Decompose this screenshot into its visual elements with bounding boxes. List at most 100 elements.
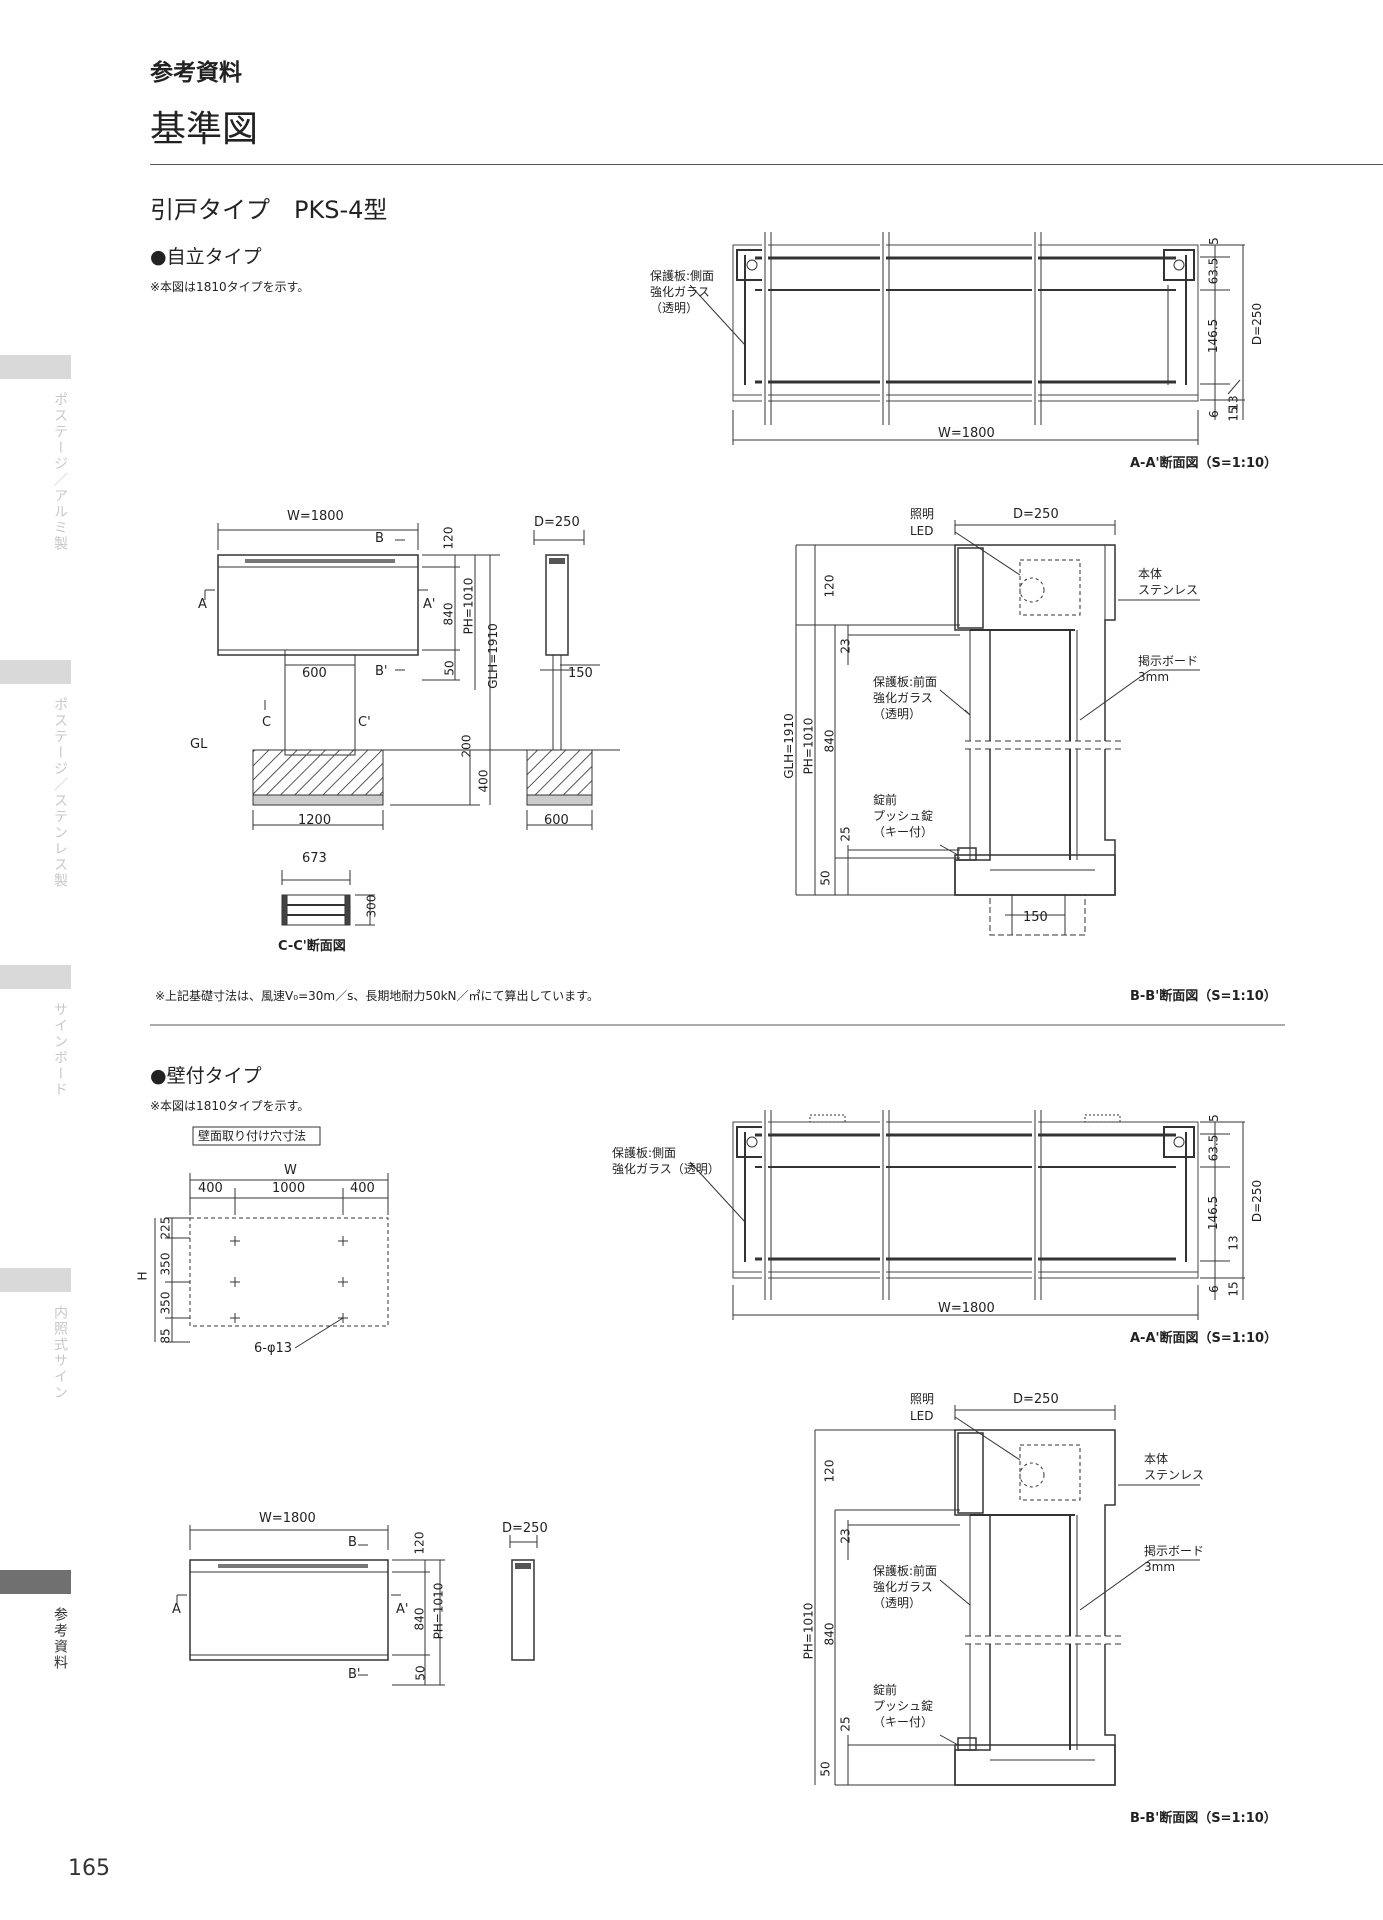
wall-aa-d635: 63.5 (1206, 1134, 1221, 1162)
wall-front-a: A (172, 1602, 181, 1617)
wall-aa-d1465: 146.5 (1206, 1195, 1221, 1231)
fs-bb-body-2: ステンレス (1138, 583, 1199, 597)
wall-hole-count: 6-φ13 (254, 1341, 293, 1356)
fs-side-d150: 150 (568, 666, 593, 681)
fs-bb-board-1: 掲示ボード (1138, 654, 1199, 668)
wall-hole-h: H (135, 1271, 150, 1281)
sidebar-tab-aluminum[interactable] (0, 355, 71, 379)
wall-bb-body-1: 本体 (1144, 1452, 1169, 1466)
wall-bb-lock-2: プッシュ錠 (873, 1699, 934, 1713)
fs-front-cp: C' (358, 715, 371, 730)
wall-bb-lock-3: （キー付） (873, 1715, 934, 1729)
fs-front-d840: 840 (441, 602, 456, 626)
fs-bb-d23: 23 (838, 638, 853, 654)
fs-bb-board-2: 3mm (1138, 670, 1170, 684)
page-title: 基準図 (150, 109, 259, 150)
wall-bb-d120: 120 (822, 1459, 837, 1483)
fs-bb-led-1: 照明 (910, 507, 935, 521)
fs-aa-width: W=1800 (938, 426, 995, 441)
wall-bb-d50: 50 (818, 1761, 833, 1777)
wall-aa-d5: 5 (1206, 1114, 1221, 1122)
wall-bb-d840: 840 (822, 1622, 837, 1646)
wall-front-d50: 50 (413, 1665, 428, 1681)
fs-aa-d250: D=250 (1250, 302, 1265, 346)
sidebar-item-reference[interactable]: 参考資料 (52, 1607, 68, 1671)
wall-hole-title: 壁面取り付け穴寸法 (198, 1129, 307, 1143)
wall-heading: ●壁付タイプ (150, 1065, 262, 1087)
fs-bb-glh: GLH=1910 (781, 713, 796, 779)
sidebar-tab-signboard[interactable] (0, 965, 71, 989)
fs-bb-d840: 840 (822, 729, 837, 753)
fs-front-ph: PH=1010 (461, 577, 476, 635)
fs-bb-d150: 150 (1023, 910, 1048, 925)
wall-hole-d350b: 350 (158, 1291, 173, 1315)
wall-aa-d6: 6 (1206, 1285, 1221, 1293)
wall-front-width: W=1800 (259, 1511, 316, 1526)
fs-front-d1200: 1200 (298, 813, 332, 828)
fs-bb-led-2: LED (910, 524, 934, 538)
wall-hole-d1000: 1000 (272, 1181, 306, 1196)
sidebar-item-illuminated[interactable]: 内照式サイン (52, 1305, 68, 1401)
sidebar-tab-reference[interactable] (0, 1570, 71, 1594)
sidebar-item-signboard[interactable]: サインボード (52, 1002, 68, 1098)
fs-front-b: B (375, 531, 384, 546)
wall-bb-board-1: 掲示ボード (1144, 1544, 1205, 1558)
header-rule (150, 164, 1383, 165)
fs-front-glh: GLH=1910 (485, 623, 500, 689)
section-title: 引戸タイプ PKS-4型 (150, 196, 388, 224)
fs-front-d50: 50 (442, 660, 457, 676)
category-title: 参考資料 (150, 60, 242, 86)
wall-bb-led-2: LED (910, 1409, 934, 1423)
wall-front-b: B (348, 1535, 357, 1550)
wall-bb-led-1: 照明 (910, 1392, 935, 1406)
wall-aa-d250: D=250 (1250, 1179, 1265, 1223)
fs-aa-d635: 63.5 (1206, 257, 1221, 285)
wall-aa-glass-1: 保護板:側面 (612, 1146, 677, 1160)
wall-bb-ph: PH=1010 (801, 1602, 816, 1660)
fs-aa-d1465: 146.5 (1206, 318, 1221, 354)
wall-front-bp: B' (348, 1667, 361, 1682)
fs-cc-section (281, 870, 375, 926)
fs-bb-lock-1: 錠前 (873, 793, 898, 807)
wall-aa-section (689, 1110, 1245, 1320)
wall-aa-glass-2: 強化ガラス（透明） (612, 1162, 720, 1176)
wall-side-view (509, 1535, 538, 1661)
fs-aa-glass-3: （透明） (650, 301, 699, 315)
fs-bb-d25: 25 (838, 826, 853, 842)
sidebar-tab-illuminated[interactable] (0, 1268, 71, 1292)
fs-bb-body-1: 本体 (1138, 567, 1163, 581)
fs-bb-ph: PH=1010 (801, 717, 816, 775)
fs-bb-glass-1: 保護板:前面 (873, 675, 938, 689)
wall-bb-d25: 25 (838, 1716, 853, 1732)
fs-bb-glass-3: （透明） (873, 707, 922, 721)
sidebar-tab-stainless[interactable] (0, 660, 71, 684)
fs-aa-d6: 6 (1206, 410, 1221, 418)
wall-bb-board-2: 3mm (1144, 1560, 1176, 1574)
fs-side-view (526, 530, 600, 830)
fs-front-d600: 600 (302, 666, 327, 681)
wall-bb-lock-1: 錠前 (873, 1683, 898, 1697)
fs-front-c: C (262, 715, 272, 730)
page-number: 165 (68, 1856, 110, 1881)
wall-aa-d13: 13 (1226, 1235, 1241, 1251)
sidebar-item-stainless[interactable]: ポステージ／ステンレス製 (52, 697, 68, 889)
fs-cc-caption: C-C'断面図 (278, 939, 346, 954)
fs-aa-d15: 15 (1226, 406, 1241, 422)
wall-bb-section (814, 1405, 1200, 1786)
fs-foundation-note: ※上記基礎寸法は、風速V₀=30m／s、長期地耐力50kN／㎡にて算出しています… (155, 989, 599, 1003)
wall-bb-glass-3: （透明） (873, 1596, 922, 1610)
fs-side-d600: 600 (544, 813, 569, 828)
fs-aa-glass-1: 保護板:側面 (650, 269, 715, 283)
wall-hole-w: W (284, 1163, 297, 1178)
fs-bb-d50: 50 (818, 870, 833, 886)
fs-side-d250: D=250 (534, 515, 580, 530)
fs-aa-d5: 5 (1206, 237, 1221, 245)
wall-aa-width: W=1800 (938, 1301, 995, 1316)
fs-aa-section (689, 232, 1245, 445)
fs-bb-glass-2: 強化ガラス (873, 691, 933, 705)
wall-bb-glass-1: 保護板:前面 (873, 1564, 938, 1578)
wall-note: ※本図は1810タイプを示す。 (150, 1099, 310, 1113)
wall-hole-d350a: 350 (158, 1252, 173, 1276)
sidebar-item-aluminum[interactable]: ポステージ／アルミ製 (52, 392, 68, 552)
